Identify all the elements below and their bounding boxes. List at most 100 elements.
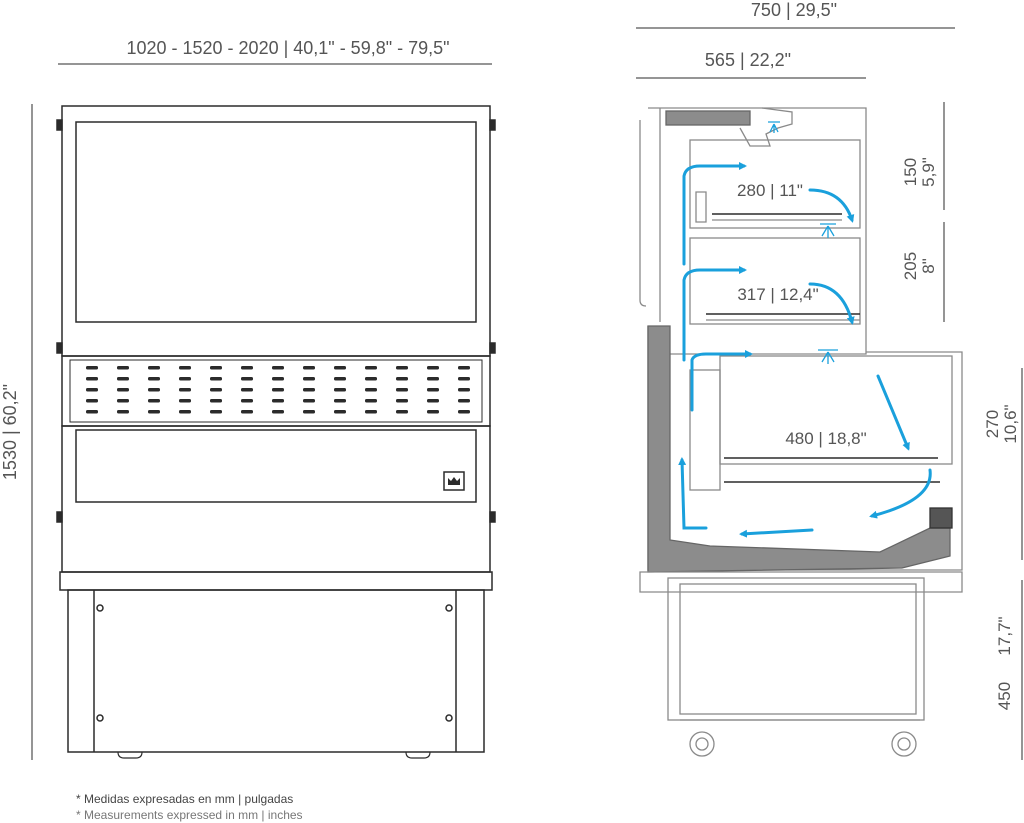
- airflow-arrow-1: [682, 162, 747, 266]
- airflow-arrow-9: [678, 457, 708, 530]
- dim-270-mm: 270: [983, 410, 1002, 438]
- front-upper-frame: [61, 105, 491, 357]
- shelf-2-dim: 317 | 12,4": [737, 285, 818, 304]
- vent-slot: [303, 399, 315, 403]
- side-wheel-left: [689, 731, 715, 757]
- front-width-label: 1020 - 1520 - 2020 | 40,1" - 59,8" - 79,…: [126, 38, 449, 58]
- airflow-arrow-7: [869, 468, 932, 519]
- shelf-3-dim: 480 | 18,8": [785, 429, 866, 448]
- side-front-bumper: [929, 507, 953, 529]
- vent-slot: [334, 399, 346, 403]
- vent-slot: [86, 377, 98, 381]
- side-base: [639, 571, 963, 593]
- dim-205-mm: 205: [901, 252, 920, 280]
- vent-slot: [148, 388, 160, 392]
- vent-slot: [427, 377, 439, 381]
- front-clip-ml: [56, 342, 63, 354]
- dim-150-mm: 150: [901, 158, 920, 186]
- dim-450-in: 17,7": [995, 616, 1014, 655]
- vent-slot: [303, 388, 315, 392]
- shelf-1-dim: 280 | 11": [737, 181, 803, 200]
- side-wheel-left-hub: [695, 737, 709, 751]
- vent-slot: [179, 410, 191, 414]
- light-icons: [768, 121, 838, 364]
- vent-slot: [241, 399, 253, 403]
- side-view: [636, 27, 1023, 760]
- vent-slot: [365, 410, 377, 414]
- vent-slot: [303, 377, 315, 381]
- dim-205-in: 8": [919, 258, 938, 274]
- note-english: * Measurements expressed in mm | inches: [76, 808, 303, 822]
- dim-150-in: 5,9": [919, 157, 938, 187]
- vent-slot: [458, 388, 470, 392]
- vent-slot: [179, 377, 191, 381]
- brand-logo-icon: [443, 471, 465, 491]
- vent-slot: [427, 410, 439, 414]
- vent-slot: [396, 377, 408, 381]
- front-stand: [67, 589, 485, 753]
- vent-slot: [365, 399, 377, 403]
- vent-slot: [427, 399, 439, 403]
- front-clip-tr: [489, 119, 496, 131]
- vent-slot: [365, 366, 377, 370]
- vent-slot: [396, 399, 408, 403]
- vent-slot: [272, 399, 284, 403]
- side-top-light-block: [665, 110, 751, 126]
- side-shelf-1-bracket: [695, 191, 707, 223]
- front-base-plate: [59, 571, 493, 591]
- vent-slot: [272, 366, 284, 370]
- front-lower-body: [61, 425, 491, 573]
- front-glass-window: [75, 121, 477, 323]
- vent-slot: [303, 410, 315, 414]
- vent-slot: [427, 388, 439, 392]
- vent-slot: [334, 410, 346, 414]
- vent-slot: [365, 388, 377, 392]
- side-depth-top-label: 565 | 22,2": [705, 50, 791, 70]
- vent-slot: [241, 366, 253, 370]
- vent-slot: [86, 399, 98, 403]
- vent-slot: [117, 366, 129, 370]
- airflow-arrow-8: [739, 528, 814, 538]
- side-upper-back-curve: [639, 120, 647, 307]
- front-clip-tl: [56, 119, 63, 131]
- airflow-arrow-5: [690, 350, 753, 412]
- vent-slot: [86, 366, 98, 370]
- side-depth-total-label: 750 | 29,5": [751, 0, 837, 20]
- vent-slot: [117, 388, 129, 392]
- front-foot-right: [405, 751, 431, 759]
- vent-slot: [427, 366, 439, 370]
- dim-270-in: 10,6": [1001, 404, 1020, 443]
- front-screw-bl: [96, 714, 104, 722]
- vent-slot: [117, 377, 129, 381]
- airflow-arrow-2: [808, 188, 855, 223]
- light-icon-shelf-1: [820, 223, 836, 238]
- vent-slot: [334, 366, 346, 370]
- vent-slot: [334, 388, 346, 392]
- front-lower-glass: [75, 429, 477, 503]
- note-spanish: * Medidas expresadas en mm | pulgadas: [76, 792, 294, 806]
- front-vent-inner: [69, 359, 483, 423]
- vent-slot: [117, 410, 129, 414]
- airflow-arrow-3: [682, 266, 747, 362]
- light-icon-top: [768, 121, 780, 133]
- airflow-arrows: [678, 162, 932, 538]
- side-top-glass-hinge: [739, 107, 793, 147]
- vent-slot: [241, 377, 253, 381]
- vent-slot: [458, 377, 470, 381]
- side-upper-cabinet: [648, 107, 867, 355]
- brand-logo-mark: [448, 477, 460, 485]
- front-view: [31, 63, 496, 760]
- vent-slot: [396, 388, 408, 392]
- vent-slot: [303, 366, 315, 370]
- side-shelf-1-box: [689, 139, 861, 229]
- vent-slot: [334, 377, 346, 381]
- front-vent-slots: [86, 366, 470, 414]
- light-icon-shelf-2: [818, 349, 838, 364]
- vent-slot: [86, 410, 98, 414]
- vent-slot: [396, 410, 408, 414]
- vent-slot: [148, 410, 160, 414]
- front-screw-tl: [96, 604, 104, 612]
- side-stand-inner: [679, 583, 917, 715]
- airflow-arrow-4: [808, 282, 855, 325]
